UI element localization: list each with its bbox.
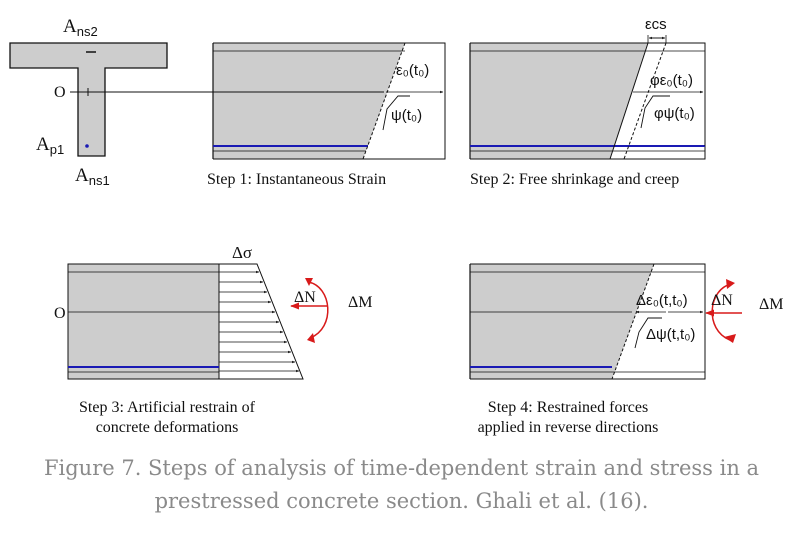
step4-moment-label: ΔM (759, 296, 784, 313)
step2-shrinkage-label: εcs (645, 16, 667, 33)
step3-stress-label: Δσ (232, 243, 252, 262)
step2-caption: Step 2: Free shrinkage and creep (470, 171, 679, 188)
step1-caption: Step 1: Instantaneous Strain (207, 171, 386, 188)
step4-strain-label: Δε₀(t,t₀) (636, 292, 688, 309)
axis-label: O (54, 84, 66, 101)
step4-caption-line1: Step 4: Restrained forces (488, 399, 648, 416)
step3-panel (67, 263, 329, 380)
step2-creep-curvature-label: φψ(t₀) (654, 105, 695, 122)
step3-caption-line2: concrete deformations (96, 419, 239, 436)
moment-arrow-icon (307, 281, 329, 339)
stress-arrow-icon (219, 270, 300, 373)
bottom-steel-label: Ans1 (75, 165, 110, 188)
step1-panel (212, 42, 446, 160)
step3-caption-line1: Step 3: Artificial restrain of (79, 399, 256, 416)
step2-creep-strain-label: φε₀(t₀) (650, 72, 693, 89)
figure-caption-line1: Figure 7. Steps of analysis of time-depe… (43, 456, 760, 480)
step3-force-label: ΔN (294, 289, 316, 306)
step2-panel (469, 35, 706, 160)
top-steel-label: Ans2 (63, 16, 98, 39)
figure-caption: Figure 7. Steps of analysis of time-depe… (0, 452, 803, 518)
step4-force-label: ΔN (711, 292, 733, 309)
prestress-tendon-marker (85, 144, 89, 148)
step4-curvature-label: Δψ(t,t₀) (646, 326, 695, 343)
step3-moment-label: ΔM (348, 294, 373, 311)
figure-caption-line2: prestressed concrete section. Ghali et a… (154, 489, 649, 513)
step4-panel (469, 263, 742, 380)
step3-axis-label: O (54, 305, 66, 322)
t-section (9, 42, 212, 157)
step1-strain-label: ε₀(t₀) (396, 62, 429, 79)
prestress-label: Ap1 (36, 134, 64, 157)
step4-caption-line2: applied in reverse directions (478, 419, 659, 436)
step1-curvature-label: ψ(t₀) (391, 107, 422, 124)
